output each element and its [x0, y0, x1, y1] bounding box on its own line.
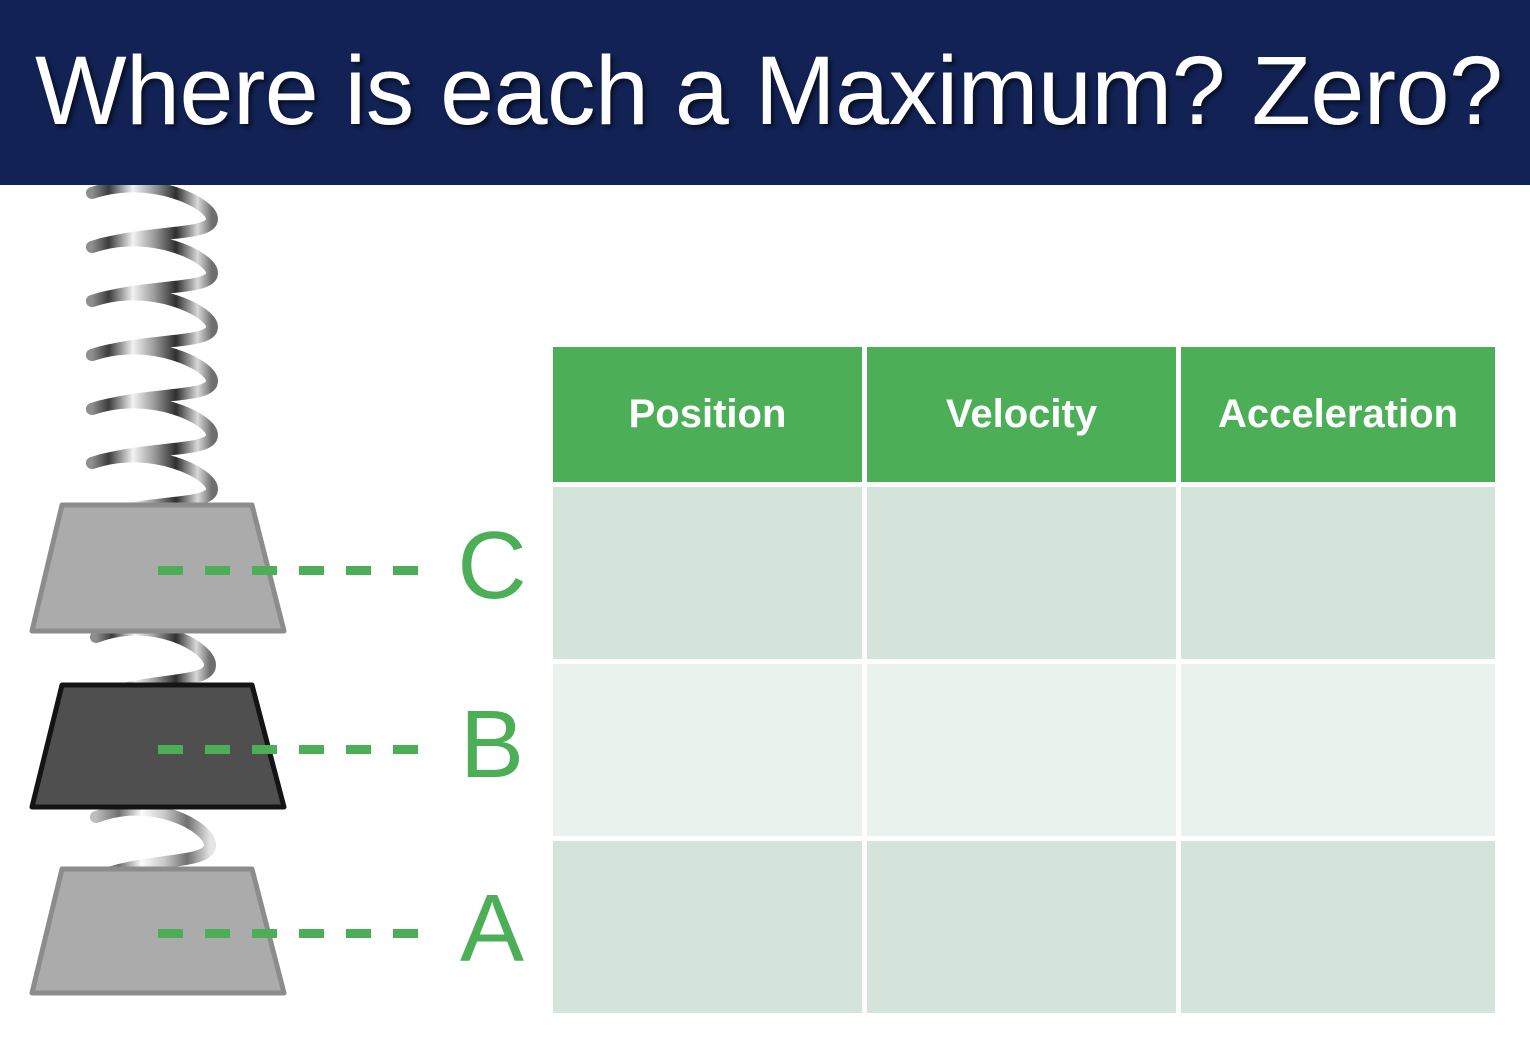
column-header-acceleration: Acceleration	[1181, 347, 1495, 487]
page-title: Where is each a Maximum? Zero?	[35, 36, 1503, 145]
column-header-position: Position	[553, 347, 867, 487]
spring-mass-diagram: C B A	[0, 185, 540, 1048]
table-row	[553, 664, 1495, 841]
cell-position-row2[interactable]	[553, 664, 867, 841]
cell-velocity-row2[interactable]	[867, 664, 1181, 841]
point-label-b: B	[459, 691, 525, 798]
leader-line-b	[158, 745, 430, 754]
cell-acceleration-row1[interactable]	[1181, 487, 1495, 664]
cell-acceleration-row2[interactable]	[1181, 664, 1495, 841]
cell-velocity-row3[interactable]	[867, 841, 1181, 1013]
cell-acceleration-row3[interactable]	[1181, 841, 1495, 1013]
cell-velocity-row1[interactable]	[867, 487, 1181, 664]
table-header-row: Position Velocity Acceleration	[553, 347, 1495, 487]
column-header-velocity: Velocity	[867, 347, 1181, 487]
cell-position-row1[interactable]	[553, 487, 867, 664]
table-row	[553, 841, 1495, 1013]
point-label-c: C	[457, 512, 527, 619]
leader-line-c	[158, 566, 430, 575]
table-row	[553, 487, 1495, 664]
cell-position-row3[interactable]	[553, 841, 867, 1013]
point-label-a: A	[459, 875, 525, 982]
quantities-table: Position Velocity Acceleration	[553, 347, 1495, 1013]
leader-line-a	[158, 929, 430, 938]
title-banner: Where is each a Maximum? Zero?	[0, 0, 1530, 185]
